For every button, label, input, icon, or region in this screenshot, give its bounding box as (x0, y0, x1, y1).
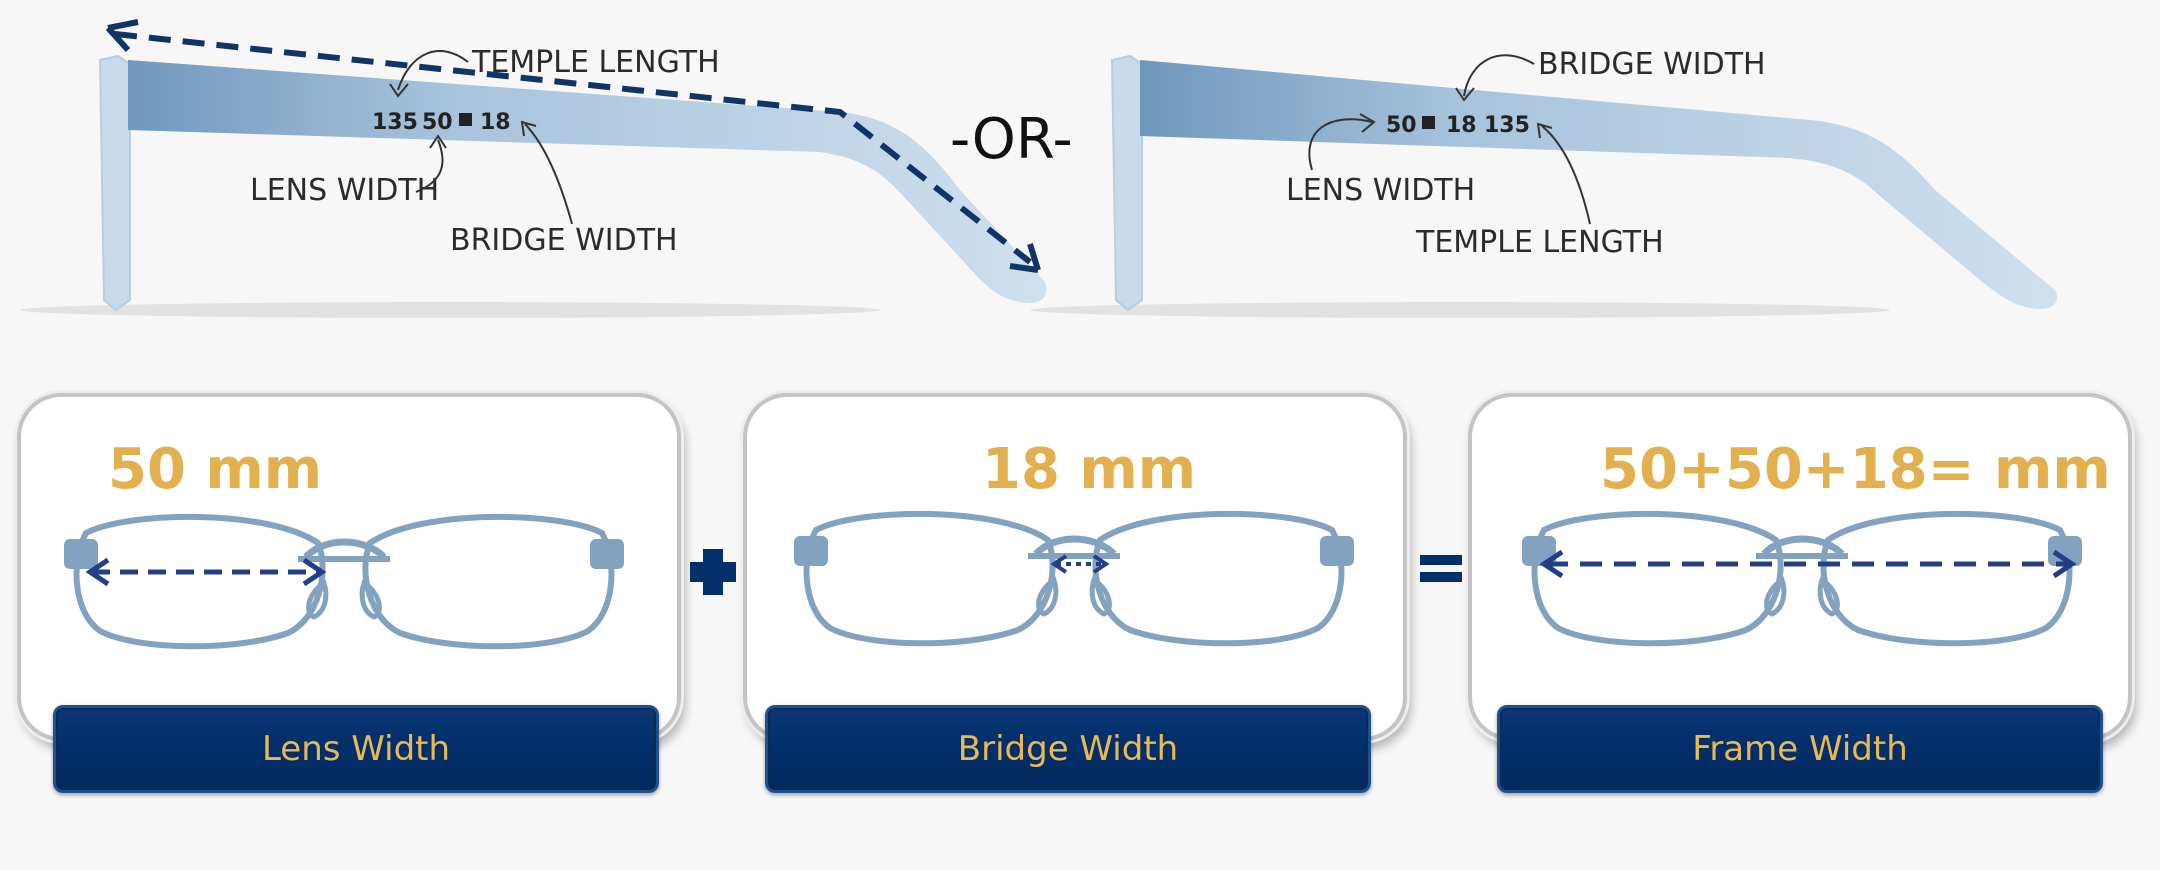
left-separator-square (459, 113, 472, 126)
right-pointer-lens (1308, 118, 1373, 171)
right-pointer-temple (1541, 125, 1591, 225)
right-label-temple-length: TEMPLE LENGTH (1415, 225, 1664, 260)
right-arm-numbers: 50 18 135 (1386, 113, 1530, 138)
temple-arm-right (1110, 54, 2058, 312)
left-pointer-temple (397, 50, 469, 91)
bridge-width-label: Bridge Width (765, 705, 1371, 793)
left-pointer-bridge (524, 123, 573, 225)
frame-width-label: Frame Width (1497, 705, 2103, 793)
or-separator: -OR- (950, 107, 1073, 172)
arm-shadow-left (20, 302, 880, 318)
plus-sign (690, 549, 736, 595)
temple-arm-diagrams: 135 50 18 TEMPLE LENGTH LENS WIDTH BRIDG… (20, 19, 2058, 318)
right-pointer-bridge (1463, 54, 1535, 97)
equals-sign (1420, 555, 1462, 582)
left-label-lens-width: LENS WIDTH (250, 173, 439, 208)
temple-arm-left (98, 54, 1047, 312)
bridge-width-measure: 18 mm (982, 437, 1197, 502)
left-number-lens: 50 (422, 110, 453, 135)
right-separator-square (1422, 116, 1435, 129)
left-pointer-lens (415, 139, 444, 193)
left-label-temple-length: TEMPLE LENGTH (471, 45, 720, 80)
left-label-bridge-width: BRIDGE WIDTH (450, 223, 678, 258)
lens-width-measure: 50 mm (108, 437, 323, 502)
temple-length-arrow (114, 31, 1032, 265)
left-number-bridge: 18 (480, 110, 511, 135)
left-arm-numbers: 135 50 18 (372, 110, 511, 135)
left-number-temple: 135 (372, 110, 418, 135)
arm-shadow-right (1030, 302, 1890, 318)
right-label-lens-width: LENS WIDTH (1286, 173, 1475, 208)
temple-arrow-head-start (105, 19, 139, 53)
lens-width-label: Lens Width (53, 705, 659, 793)
frame-width-measure: 50+50+18= mm (1600, 437, 2111, 502)
right-number-temple: 135 (1484, 113, 1530, 138)
right-label-bridge-width: BRIDGE WIDTH (1538, 47, 1766, 82)
temple-arrow-head-end (1009, 243, 1041, 273)
right-number-lens: 50 (1386, 113, 1417, 138)
right-number-bridge: 18 (1446, 113, 1477, 138)
